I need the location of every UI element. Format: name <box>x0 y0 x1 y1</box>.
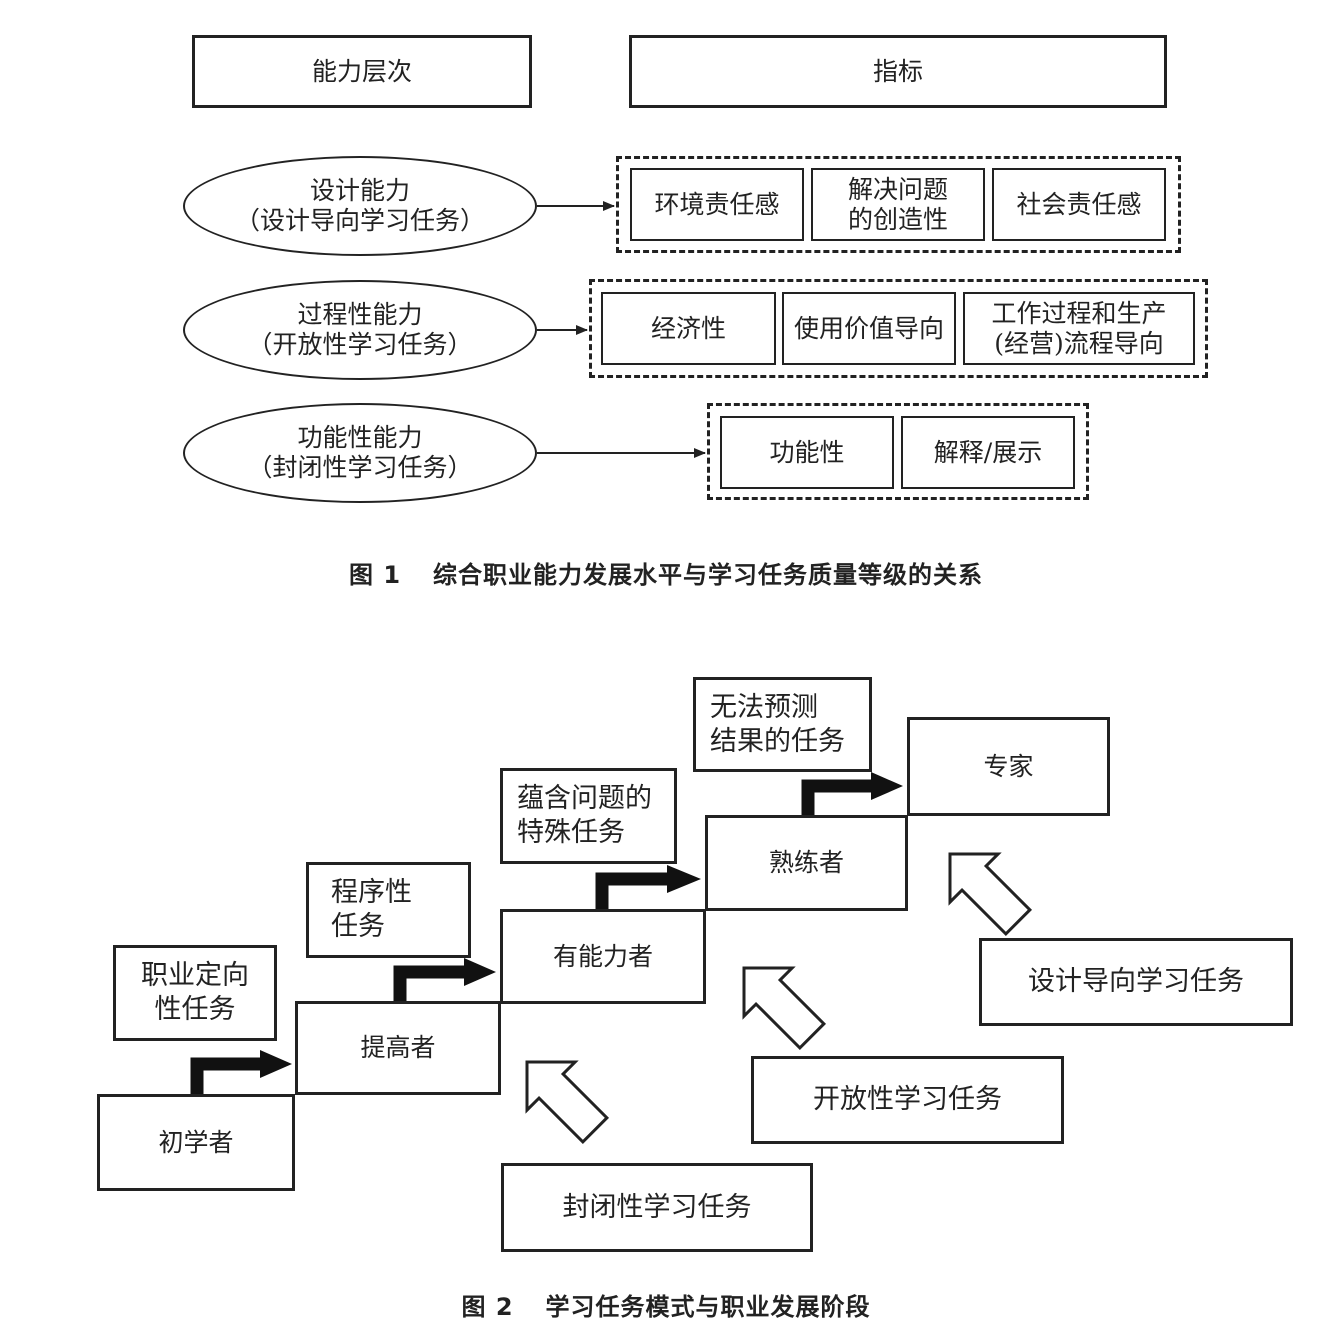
indicator-group-design <box>616 156 1181 253</box>
level-subtitle: （封闭性学习任务） <box>247 453 473 482</box>
learning-task-design: 设计导向学习任务 <box>979 938 1293 1026</box>
stage-proficient: 熟练者 <box>705 815 908 911</box>
level-subtitle: （设计导向学习任务） <box>234 206 485 235</box>
header-level-label: 能力层次 <box>311 56 412 86</box>
figure1-title: 综合职业能力发展水平与学习任务质量等级的关系 <box>433 561 984 589</box>
indicator-box: 使用价值导向 <box>782 292 956 365</box>
stage-label: 提高者 <box>360 1033 436 1062</box>
learning-task-closed: 封闭性学习任务 <box>501 1163 813 1252</box>
level-title: 设计能力 <box>309 176 410 205</box>
indicator-label: 功能性 <box>769 437 845 467</box>
level-ellipse-functional: 功能性能力 （封闭性学习任务） <box>183 403 537 503</box>
figure1-number: 图 1 <box>348 561 402 589</box>
task-label: 结果的任务 <box>710 725 845 757</box>
hollow-arrow-icon <box>525 1060 610 1145</box>
indicator-label: (经营)流程导向 <box>994 328 1164 358</box>
header-indicator-box: 指标 <box>629 35 1167 108</box>
stage-label: 熟练者 <box>768 848 844 877</box>
stage-label: 初学者 <box>158 1127 234 1157</box>
header-indicator-label: 指标 <box>872 56 923 86</box>
stage-expert: 专家 <box>907 717 1110 816</box>
stage-novice: 初学者 <box>97 1094 295 1191</box>
indicator-box: 环境责任感 <box>630 168 804 241</box>
indicator-label: 解释/展示 <box>933 437 1043 467</box>
level-ellipse-process: 过程性能力 （开放性学习任务） <box>183 280 537 380</box>
task-procedural: 程序性 任务 <box>306 862 471 958</box>
hollow-arrow-icon <box>948 852 1033 937</box>
indicator-box: 经济性 <box>601 292 776 365</box>
step-arrow-icon <box>801 772 903 815</box>
task-label: 程序性 <box>331 877 412 908</box>
hollow-arrow-icon <box>742 966 827 1051</box>
figure2-caption: 图 2 学习任务模式与职业发展阶段 <box>0 1287 1332 1322</box>
indicator-box: 功能性 <box>720 416 894 489</box>
header-level-box: 能力层次 <box>192 35 532 108</box>
step-arrow-icon <box>393 958 496 1001</box>
task-problem: 蕴含问题的 特殊任务 <box>500 768 677 864</box>
stage-competent: 有能力者 <box>500 909 706 1004</box>
task-label: 职业定向 <box>141 960 249 991</box>
indicator-box: 工作过程和生产 (经营)流程导向 <box>963 292 1195 365</box>
stage-advanced-beginner: 提高者 <box>295 1001 501 1095</box>
indicator-label: 环境责任感 <box>654 189 780 219</box>
level-title: 功能性能力 <box>297 423 423 452</box>
level-subtitle: （开放性学习任务） <box>247 330 473 359</box>
indicator-box: 解决问题 的创造性 <box>811 168 985 241</box>
step-arrow-icon <box>595 865 701 909</box>
indicator-label: 解决问题 <box>847 174 948 204</box>
stage-label: 专家 <box>983 751 1034 781</box>
stage-label: 有能力者 <box>552 941 653 971</box>
figure2-number: 图 2 <box>461 1293 514 1321</box>
level-ellipse-design: 设计能力 （设计导向学习任务） <box>183 156 537 256</box>
indicator-group-process <box>589 279 1208 378</box>
task-orientation: 职业定向 性任务 <box>113 945 277 1041</box>
figure2-title: 学习任务模式与职业发展阶段 <box>545 1293 871 1321</box>
task-label: 特殊任务 <box>517 817 625 848</box>
task-label: 性任务 <box>154 994 236 1025</box>
indicator-label: 工作过程和生产 <box>991 298 1167 328</box>
indicator-group-functional <box>707 403 1089 500</box>
learning-task-label: 开放性学习任务 <box>813 1084 1002 1115</box>
learning-task-open: 开放性学习任务 <box>751 1056 1064 1144</box>
indicator-label: 使用价值导向 <box>793 313 944 343</box>
task-unpredictable: 无法预测 结果的任务 <box>693 677 872 772</box>
indicator-box: 解释/展示 <box>901 416 1075 489</box>
indicator-box: 社会责任感 <box>992 168 1166 241</box>
indicator-label: 经济性 <box>650 313 726 343</box>
learning-task-label: 设计导向学习任务 <box>1028 966 1244 997</box>
task-label: 无法预测 <box>710 691 818 723</box>
step-arrow-icon <box>190 1050 292 1094</box>
task-label: 任务 <box>331 911 385 942</box>
indicator-label: 社会责任感 <box>1016 189 1142 219</box>
figure1-caption: 图 1 综合职业能力发展水平与学习任务质量等级的关系 <box>0 555 1332 590</box>
learning-task-label: 封闭性学习任务 <box>562 1191 752 1223</box>
level-title: 过程性能力 <box>297 300 423 329</box>
indicator-label: 的创造性 <box>847 204 948 234</box>
task-label: 蕴含问题的 <box>517 783 652 814</box>
